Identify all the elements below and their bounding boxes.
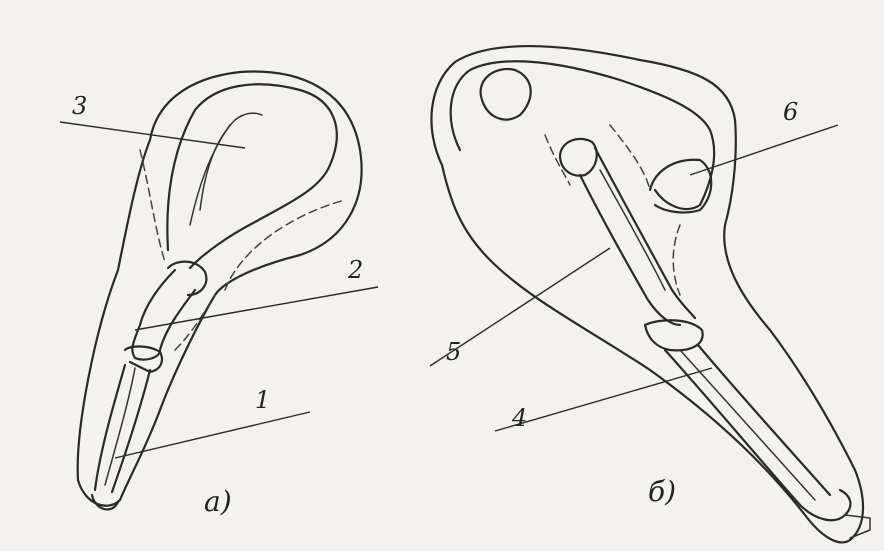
callout-1: 1: [255, 388, 270, 412]
callout-2: 2: [348, 258, 363, 282]
panel-a-drawing: [78, 72, 362, 510]
leader-2: [135, 287, 378, 330]
callout-3: 3: [72, 94, 87, 118]
callout-4: 4: [512, 406, 527, 430]
callout-6: 6: [783, 100, 798, 124]
panel-b-label: б): [648, 478, 676, 506]
leader-6: [690, 125, 838, 175]
leader-1: [115, 412, 310, 458]
leader-lines: [60, 122, 838, 458]
leader-3: [60, 122, 245, 148]
panel-a-label: а): [204, 488, 232, 516]
leader-4: [495, 368, 712, 431]
callout-5: 5: [446, 340, 461, 364]
panel-b-drawing: [431, 46, 870, 542]
